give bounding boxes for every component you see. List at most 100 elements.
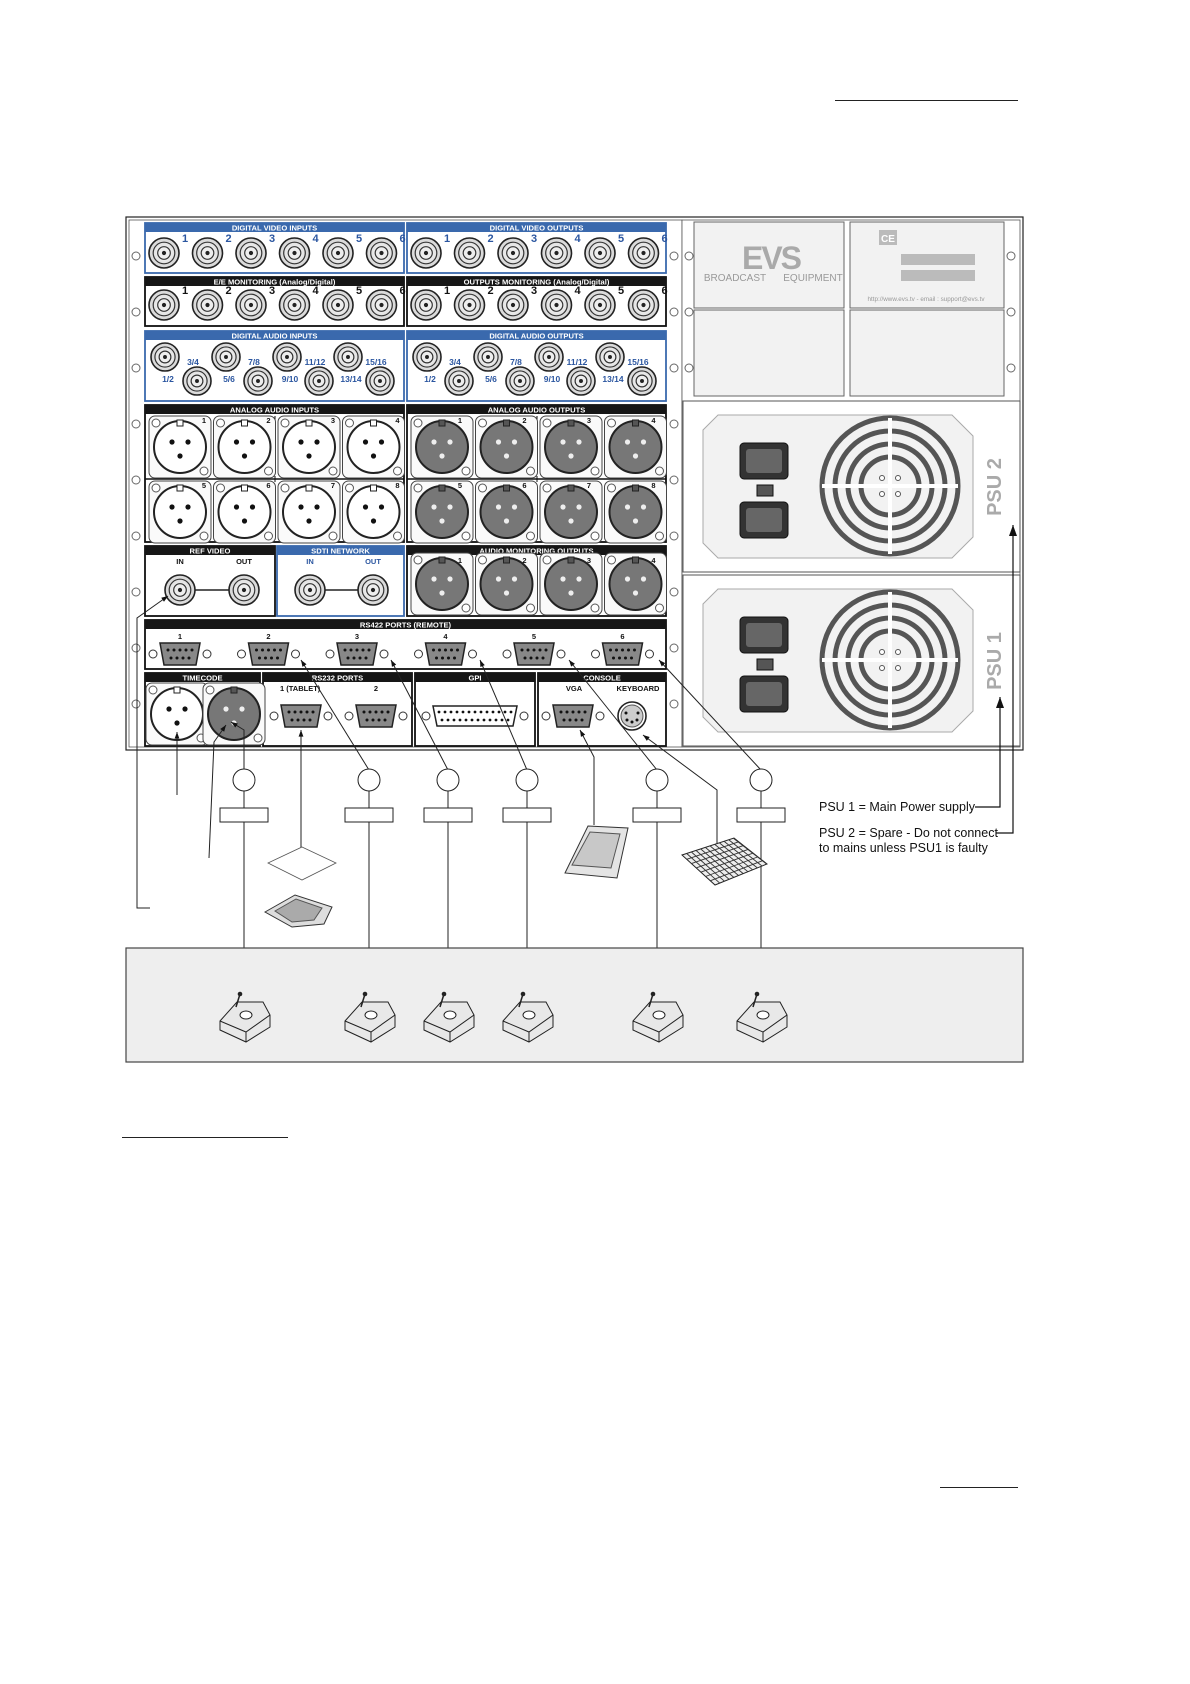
db-screw bbox=[325, 649, 335, 659]
bnc-pin bbox=[486, 355, 490, 359]
section-header bbox=[407, 277, 666, 286]
port-number: 5 bbox=[458, 481, 462, 490]
bnc-ring bbox=[308, 370, 330, 392]
tablet-outline-icon bbox=[267, 846, 337, 881]
bnc-pin bbox=[379, 302, 384, 308]
xlr-pin bbox=[378, 504, 385, 510]
db-pin bbox=[264, 656, 267, 660]
rack-hole bbox=[131, 251, 141, 261]
db-pin bbox=[627, 648, 630, 652]
xlr-female-icon bbox=[148, 415, 212, 479]
db-pin bbox=[529, 656, 533, 660]
bnc-ring bbox=[458, 293, 481, 317]
arrowhead bbox=[301, 660, 307, 667]
bnc-connector-icon bbox=[365, 289, 398, 321]
bnc-ring bbox=[276, 346, 298, 368]
din-pin bbox=[636, 711, 640, 715]
xlr-screw bbox=[413, 555, 423, 565]
remote-controller-icon bbox=[632, 991, 684, 1043]
psu-1 bbox=[682, 574, 1021, 747]
iec-socket-icon bbox=[739, 675, 789, 713]
port-number: 5 bbox=[532, 632, 536, 641]
xlr-screw bbox=[253, 733, 263, 743]
db-pin bbox=[175, 656, 179, 660]
bnc-pin bbox=[510, 250, 516, 256]
port-number: 4 bbox=[575, 233, 582, 245]
db-pin bbox=[380, 710, 384, 714]
port-number: 2 bbox=[266, 632, 270, 641]
xlr-pin bbox=[511, 576, 518, 582]
xlr-latch bbox=[632, 556, 639, 564]
xlr-screw bbox=[542, 555, 552, 565]
bnc-connector-icon bbox=[243, 366, 273, 396]
iec-socket-icon bbox=[739, 501, 789, 539]
section-title: CONSOLE bbox=[583, 674, 621, 683]
rc-lever-knob bbox=[754, 991, 760, 997]
port-number: 2 bbox=[522, 416, 526, 425]
db-pin bbox=[526, 648, 530, 652]
rack-hole bbox=[131, 587, 141, 597]
xlr-male-icon bbox=[604, 552, 667, 616]
bnc-connector-icon bbox=[497, 289, 529, 321]
xlr-pin bbox=[185, 504, 191, 510]
port-number: 3 bbox=[269, 285, 275, 297]
psu-label: PSU 2 bbox=[984, 458, 1006, 516]
bnc-ring bbox=[448, 370, 470, 392]
bnc-pin bbox=[423, 302, 429, 308]
bnc-pin bbox=[425, 355, 429, 359]
db-screw bbox=[414, 649, 423, 659]
port-number: 3 bbox=[531, 233, 537, 245]
xlr-pin bbox=[511, 504, 518, 510]
bnc-ring bbox=[631, 370, 653, 392]
xlr-pin bbox=[503, 518, 510, 524]
db-pin bbox=[299, 710, 303, 714]
xlr-screw bbox=[526, 531, 535, 541]
fan-hole bbox=[895, 649, 901, 655]
fan-hole bbox=[895, 665, 901, 671]
xlr-pin bbox=[568, 453, 574, 459]
xlr-screw bbox=[478, 483, 487, 493]
brand-website: http://www.evs.tv - email : support@evs.… bbox=[868, 296, 986, 303]
xlr-body bbox=[608, 557, 663, 611]
kb-col bbox=[691, 851, 725, 882]
db-shell bbox=[336, 642, 378, 666]
xlr-screw bbox=[345, 483, 354, 493]
db-pin bbox=[618, 656, 621, 660]
xlr-body bbox=[608, 420, 663, 474]
bnc-pin bbox=[510, 302, 516, 308]
xlr-pin bbox=[624, 439, 631, 445]
digital-video-outputs bbox=[406, 222, 667, 274]
xlr-body bbox=[544, 420, 598, 474]
rc-jog bbox=[364, 1010, 378, 1020]
xlr-pin bbox=[439, 453, 445, 459]
db-pin bbox=[633, 648, 636, 652]
port-number: 6 bbox=[266, 481, 270, 490]
db-pin bbox=[374, 710, 378, 714]
db-pin bbox=[441, 656, 444, 660]
xlr-pin bbox=[439, 590, 445, 596]
rack-hole bbox=[131, 475, 141, 485]
iec-inner bbox=[746, 449, 782, 473]
bnc-pin bbox=[241, 587, 247, 593]
kb-col bbox=[714, 844, 749, 873]
arrowhead bbox=[643, 735, 650, 741]
kb-row bbox=[686, 841, 739, 860]
section-header bbox=[407, 405, 666, 414]
db-pin bbox=[444, 648, 447, 652]
rack-hole bbox=[669, 475, 679, 485]
db-pin bbox=[583, 710, 587, 714]
db-pin bbox=[346, 656, 350, 660]
xlr-screw bbox=[461, 466, 471, 476]
bnc-ring bbox=[414, 241, 438, 265]
bnc-connector-icon bbox=[627, 289, 660, 321]
pair-label: 11/12 bbox=[567, 357, 588, 367]
kb-row bbox=[705, 856, 758, 877]
xlr-body bbox=[153, 485, 207, 539]
xlr-male-icon bbox=[539, 480, 603, 544]
callout-circle bbox=[515, 768, 539, 792]
port-number: 4 bbox=[395, 416, 400, 425]
bnc-pin bbox=[378, 379, 382, 383]
remote-controller-icon bbox=[423, 991, 475, 1043]
bnc-ring bbox=[501, 293, 525, 317]
